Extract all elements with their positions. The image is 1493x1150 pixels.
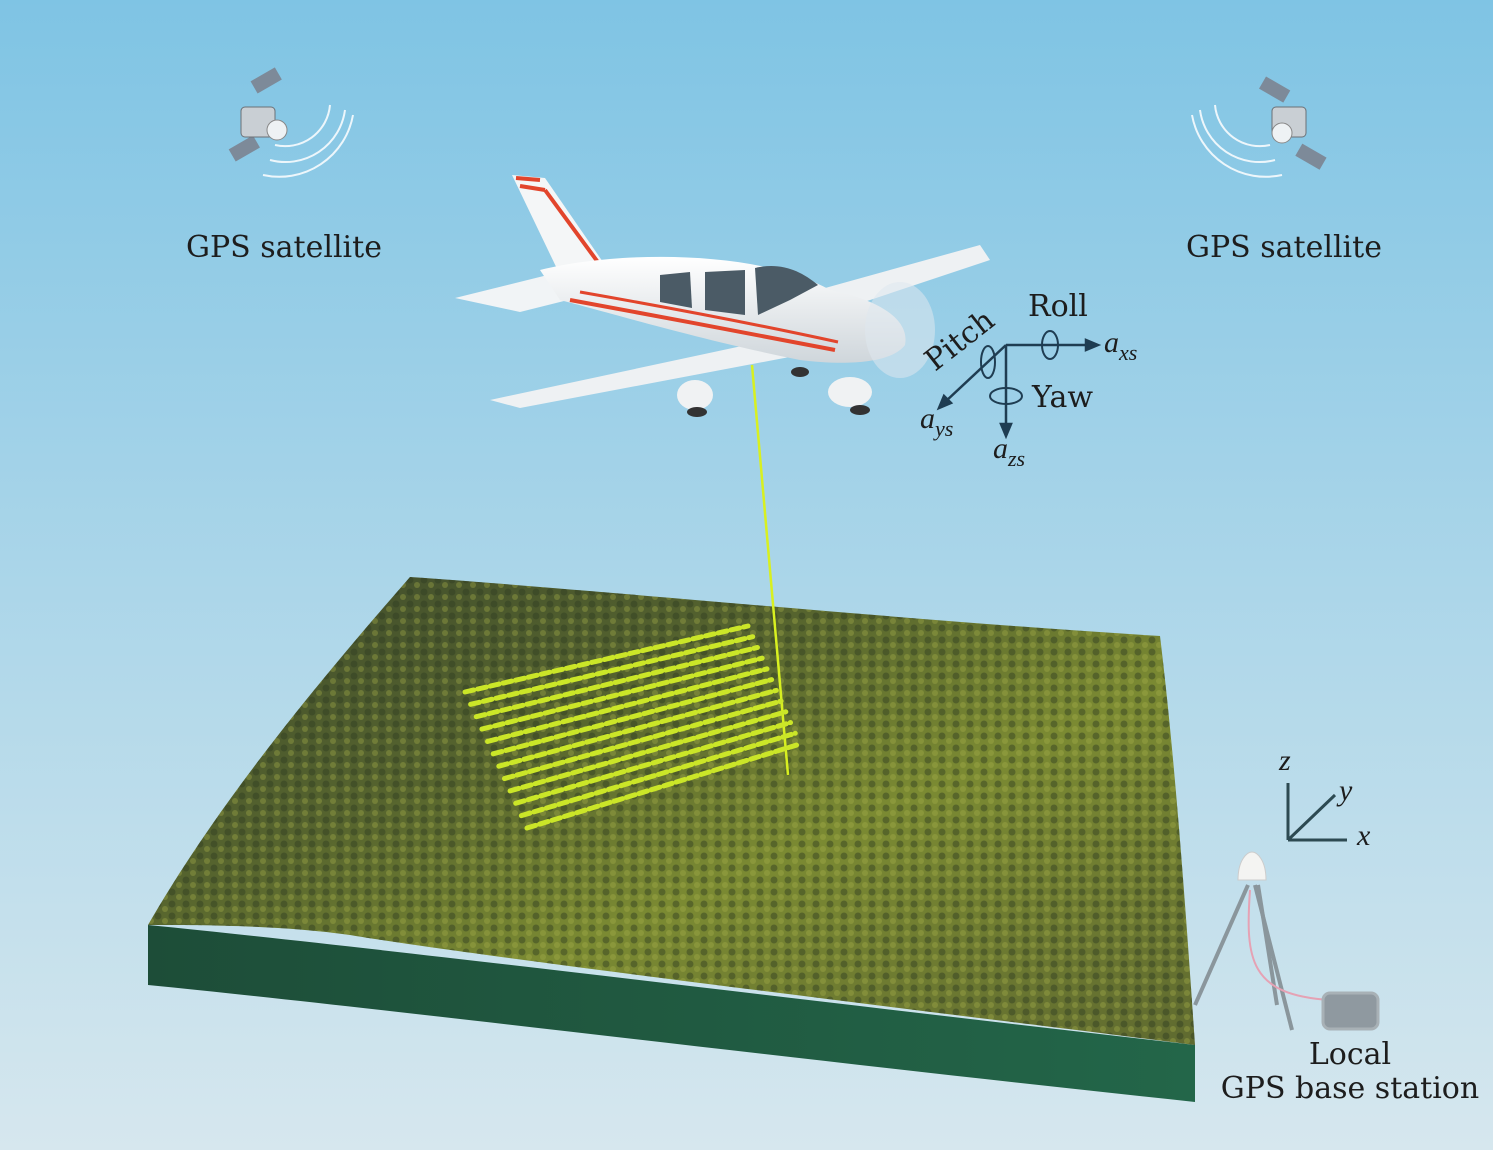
world-z-label: z [1278,744,1291,777]
pitch-rotation-icon [980,345,996,379]
laser-scan-line [524,741,803,831]
laser-scan-pattern [462,623,803,831]
axis-zs-label: azs [993,432,1025,471]
base-station-label-line1: Local [1309,1037,1391,1072]
terrain-block [148,577,1195,1102]
laser-scan-line [496,687,779,769]
laser-scan-line [501,698,784,782]
roll-rotation-icon [1041,330,1059,360]
base-station-label-line2: GPS base station [1221,1071,1479,1106]
terrain-side [148,925,1195,1102]
axis-ys-label: ays [920,402,953,441]
world-y-label: y [1336,774,1353,807]
satellite-right-label: GPS satellite [1186,230,1382,265]
laser-scan-line [468,634,756,707]
laser-beam [750,364,790,776]
axis-ys-arrow [944,344,1007,403]
laser-scan-line [485,666,770,744]
world-axes [1286,783,1347,842]
laser-scan-line [518,730,798,819]
roll-label: Roll [1028,289,1088,324]
yaw-label: Yaw [1031,380,1093,415]
laser-scan-line [462,623,751,695]
axis-xs-label: axs [1104,326,1137,365]
terrain-tree-texture [148,577,1195,1045]
airplane-icon [455,175,990,417]
world-x-label: x [1356,819,1371,852]
laser-scan-line [479,655,765,732]
gps-satellite-left-icon [228,67,354,178]
laser-scan-line [513,720,794,806]
satellite-left-label: GPS satellite [186,230,382,265]
laser-scan-line [473,644,760,720]
laser-scan-line [507,709,789,794]
laser-scan-line [490,677,775,757]
gps-satellite-right-icon [1191,76,1327,178]
gps-base-station-icon [1193,851,1380,1031]
sensor-axes [936,330,1102,440]
yaw-rotation-icon [989,387,1023,405]
